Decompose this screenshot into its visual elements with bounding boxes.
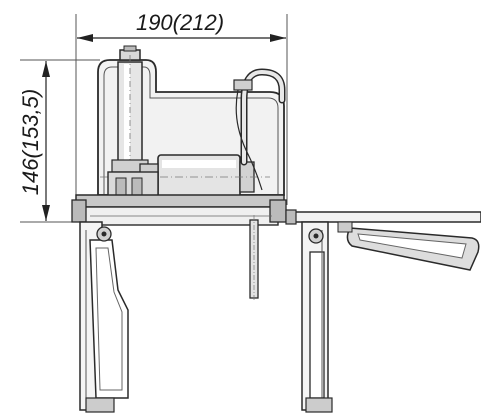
height-arrow-top bbox=[42, 61, 50, 77]
lid-top-plate bbox=[289, 211, 481, 223]
right-wall-frame bbox=[301, 221, 333, 413]
lid-flap-hinge bbox=[337, 221, 353, 233]
cylinder-highlight bbox=[124, 64, 130, 170]
flange-plate bbox=[75, 194, 285, 208]
flange-right-clamp bbox=[269, 199, 287, 223]
height-dimension: 146(153,5) bbox=[18, 59, 100, 223]
right-lid bbox=[285, 209, 481, 271]
width-arrow-right bbox=[270, 34, 286, 42]
motor-highlight bbox=[162, 160, 236, 168]
left-wall-frame bbox=[79, 221, 129, 413]
height-dimension-label: 146(153,5) bbox=[18, 89, 43, 195]
housing-inner bbox=[103, 66, 279, 195]
width-arrow-left bbox=[77, 34, 93, 42]
lid-hinge-block bbox=[285, 209, 297, 225]
right-frame-foot bbox=[305, 397, 333, 413]
width-dimension-label: 190(212) bbox=[136, 10, 224, 35]
lid-flap-inner bbox=[357, 233, 467, 259]
hose-fitting bbox=[233, 79, 253, 91]
flange-left-clamp bbox=[71, 199, 87, 223]
gearbox-detail-1 bbox=[115, 177, 127, 197]
left-hinge-pin bbox=[101, 231, 107, 237]
hose bbox=[233, 68, 286, 191]
cable bbox=[235, 89, 263, 191]
left-door-inner bbox=[95, 247, 123, 391]
vertical-rod bbox=[249, 215, 259, 302]
housing-cap-knob bbox=[123, 45, 137, 52]
vertical-cylinder bbox=[111, 55, 149, 210]
gearbox-detail-2 bbox=[131, 177, 143, 197]
left-frame-foot bbox=[85, 397, 115, 413]
mounting-flange bbox=[71, 194, 287, 226]
width-dimension: 190(212) bbox=[75, 10, 288, 210]
height-arrow-bottom bbox=[42, 205, 50, 221]
right-hinge-pin bbox=[313, 233, 319, 239]
